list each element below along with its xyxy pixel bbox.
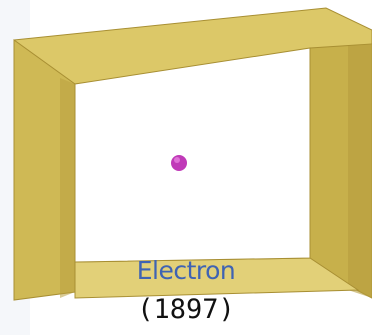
frame-inner-window	[75, 48, 310, 262]
discovery-year-label: (1897)	[0, 294, 372, 325]
electron-dot-icon	[171, 155, 187, 171]
particle-name-label: Electron	[0, 256, 372, 285]
